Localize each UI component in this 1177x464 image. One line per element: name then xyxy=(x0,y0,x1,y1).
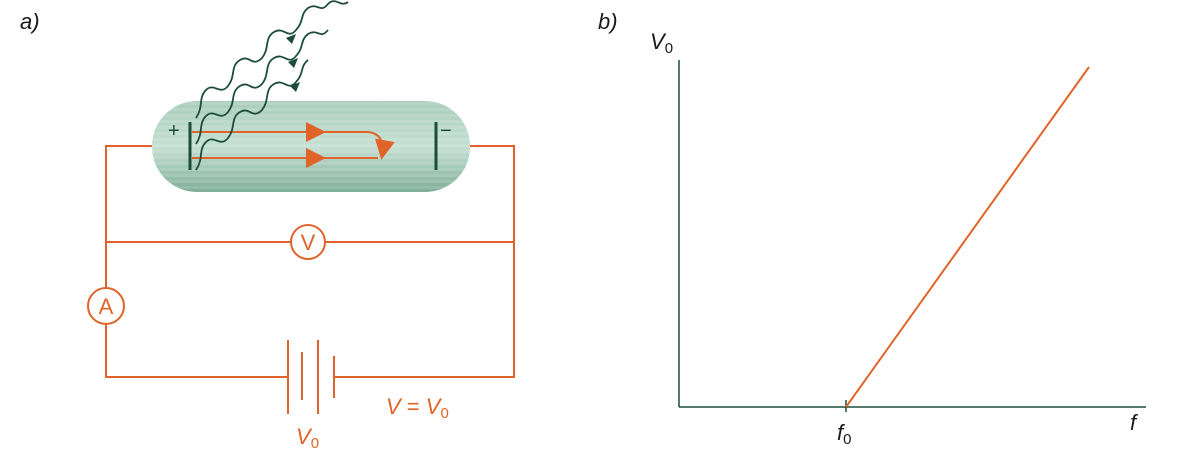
light-waves xyxy=(195,0,349,171)
circuit-wires xyxy=(105,145,515,378)
panel-b-label: b) xyxy=(598,9,618,34)
panel-a-label: a) xyxy=(20,9,40,34)
vacuum-tube xyxy=(152,101,470,192)
ammeter: A xyxy=(87,287,125,325)
cathode-sign: − xyxy=(440,120,452,142)
battery-label: V0 xyxy=(296,424,319,452)
chart-line-v0 xyxy=(845,66,1090,408)
voltmeter: V xyxy=(290,224,326,260)
wave-arrows xyxy=(286,34,300,92)
ammeter-label: A xyxy=(99,294,114,319)
battery xyxy=(287,340,335,414)
chart-axes xyxy=(678,60,1146,412)
x-tick-label-f0: f0 xyxy=(837,420,851,448)
anode-sign: + xyxy=(168,120,180,142)
y-axis-label: V0 xyxy=(650,29,673,57)
electron-paths xyxy=(192,122,395,168)
x-axis-label: f xyxy=(1130,410,1139,435)
voltage-equation: V = V0 xyxy=(386,394,449,422)
voltmeter-label: V xyxy=(301,230,316,255)
